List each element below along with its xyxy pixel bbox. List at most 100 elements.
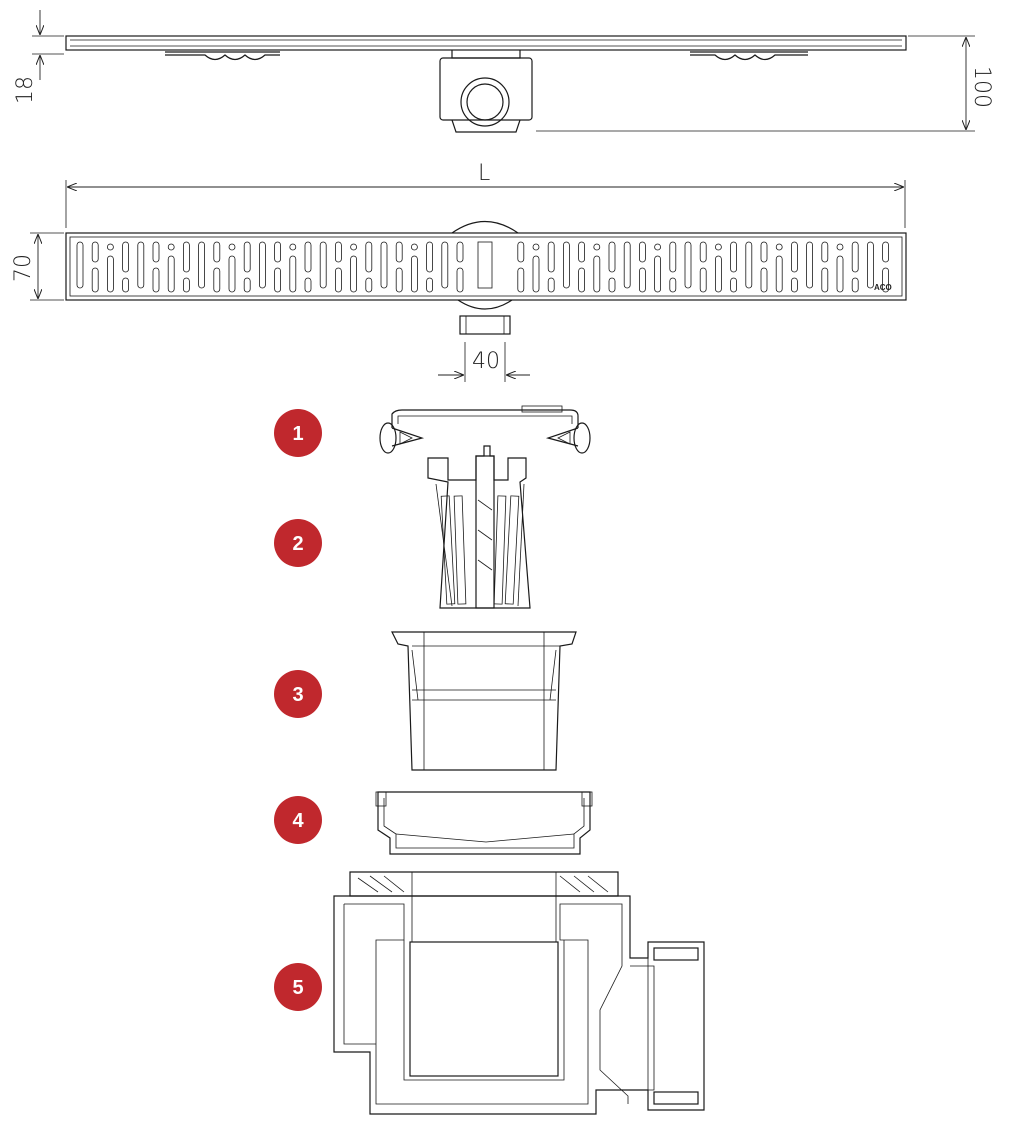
part-number-badges: 1 2 3 4 5 [274,409,322,1011]
dimension-40: 40 [438,342,530,382]
grate-slot [243,277,251,293]
dimension-length-label: L [478,161,490,186]
grate-slot [365,241,373,273]
grate-slot [547,241,555,273]
grate-side-profile [65,35,907,51]
grate-slot [243,241,251,273]
grate-slot [350,243,358,251]
dimension-100: 100 [536,35,994,132]
grate-slot [775,243,783,251]
grate-slot [410,243,418,251]
grate-slot [791,241,798,273]
grate-slot [456,267,464,293]
grate-slot [715,243,722,251]
badge-part-2: 2 [274,519,322,567]
grate-slot [334,241,342,263]
grate-slot [517,267,525,293]
grate-slot [167,255,175,293]
grate-slot [547,277,555,293]
grate-slot [517,241,525,263]
grate-slot [426,241,434,273]
svg-text:1: 1 [292,423,303,445]
drain-body-side [439,57,533,121]
grate-slot [699,241,707,263]
grate-slot [639,241,646,263]
grate-slot [182,241,190,273]
grate-slot [456,241,464,263]
grate-slot [137,241,145,289]
grate-slot [289,255,297,293]
grate-slot [715,255,722,293]
spring-clip-right [690,51,808,61]
grate-slot [867,241,874,289]
svg-text:2: 2 [292,533,303,555]
grate-slots [76,241,889,293]
grate-slot [608,277,616,293]
grate-slot [882,241,889,263]
grate-slot [821,241,829,263]
grate-slot [669,277,677,293]
grate-slot [426,277,434,293]
grate-slot [319,241,327,289]
grate-slot [289,243,297,251]
grate-slot [623,241,631,289]
grate-center-slot [477,241,493,289]
grate-slot [684,241,692,289]
dimension-100-label: 100 [969,66,994,108]
grate-slot [882,267,889,293]
svg-text:4: 4 [292,810,304,832]
grate-slot [334,267,342,293]
drain-body-inner-chamber [409,941,559,1077]
dimension-18: 18 [13,10,64,104]
grate-slot [410,255,418,293]
grate-slot [851,277,859,293]
grate-slot [836,255,844,293]
grate-slot [76,241,84,289]
grate-slot [91,267,99,293]
grate-slot [122,277,129,293]
grate-slot [532,255,540,293]
grate-slot [699,267,707,293]
grate-brand-label: ACO [874,283,892,292]
grate-slot [806,241,813,289]
part-2-odour-trap [427,445,531,609]
svg-text:3: 3 [292,684,303,706]
grate-slot [441,241,449,289]
grate-slot [639,267,646,293]
grate-slot [563,241,570,289]
grate-slot [258,241,266,289]
grate-slot [608,241,616,273]
grate-slot [593,243,601,251]
grate-slot [152,267,160,293]
part-3-outlet-tube [391,631,577,771]
grate-slot [730,277,737,293]
grate-slot [91,241,99,263]
outlet-spigot [459,315,511,335]
grate-slot [836,243,844,251]
part-1-clip-frame [379,405,591,454]
dimension-length: L [65,161,906,228]
grate-slot [350,255,358,293]
grate-slot [654,243,661,251]
part-5-drain-body [333,871,705,1115]
grate-slot [654,255,661,293]
grate-slot [107,243,114,251]
grate-slot [578,241,585,263]
grate-slot [745,241,753,289]
dimension-40-label: 40 [472,349,500,374]
grate-slot [365,277,373,293]
grate-slot [669,241,677,273]
grate-slot [760,267,768,293]
grate-slot [532,243,540,251]
badge-part-3: 3 [274,670,322,718]
grate-top-view [65,232,907,301]
grate-slot [198,241,206,289]
grate-slot [213,267,221,293]
grate-slot [304,277,312,293]
grate-slot [380,241,388,289]
grate-slot [228,255,236,293]
badge-part-4: 4 [274,796,322,844]
grate-slot [791,277,798,293]
dimension-70: 70 [11,232,64,301]
